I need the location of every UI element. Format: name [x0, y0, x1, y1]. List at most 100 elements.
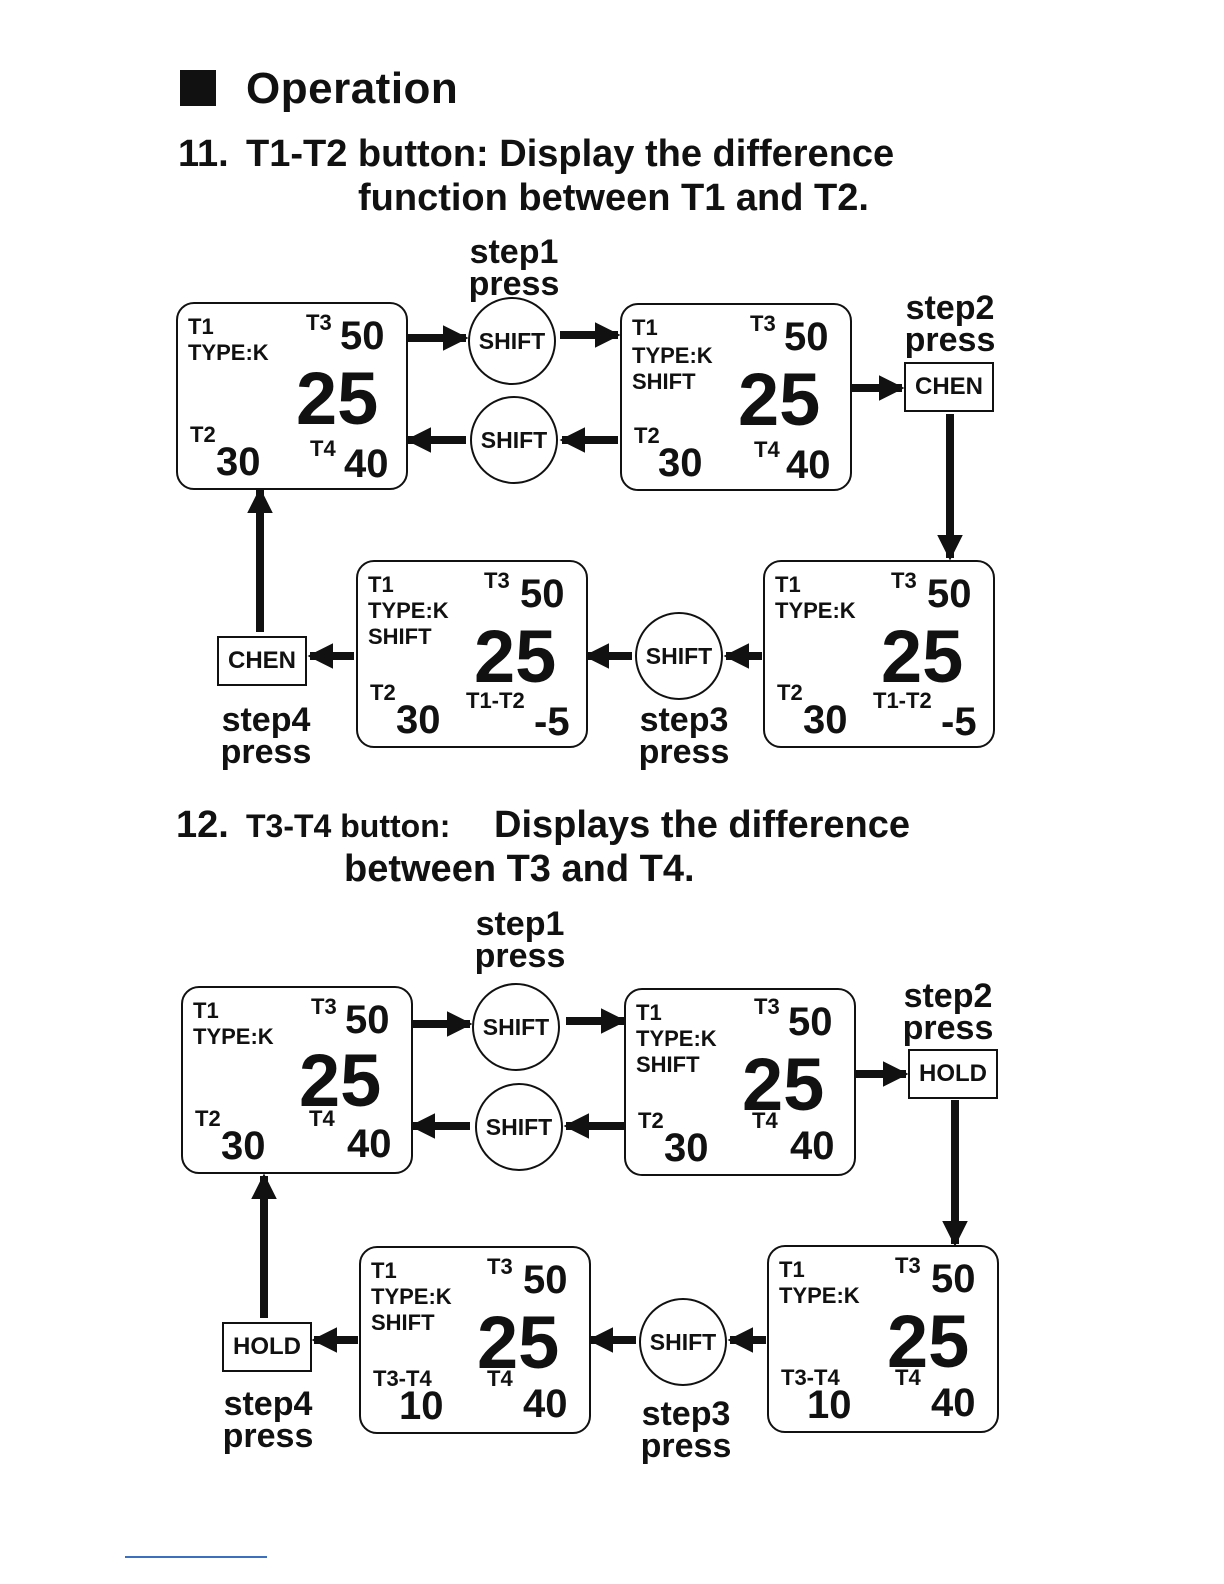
t3-value: 50	[788, 1000, 833, 1044]
t4-label: T4	[310, 436, 336, 461]
shift-indicator: SHIFT	[371, 1310, 435, 1335]
t2-label: T2	[190, 422, 216, 447]
type-label: TYPE:K	[779, 1283, 860, 1308]
type-label: TYPE:K	[193, 1024, 274, 1049]
t1-label: T1	[632, 315, 658, 340]
shift-button[interactable]: SHIFT	[475, 1083, 563, 1171]
section-12-number: 12.	[176, 804, 229, 846]
section-11-number: 11.	[178, 133, 229, 175]
shift-button[interactable]: SHIFT	[639, 1298, 727, 1386]
main-reading: 25	[738, 358, 821, 441]
main-reading: 25	[887, 1300, 970, 1383]
t2-value: 30	[221, 1124, 266, 1168]
type-label: TYPE:K	[368, 598, 449, 623]
t3-value: 50	[927, 572, 972, 616]
chen-button[interactable]: CHEN	[904, 362, 994, 412]
difference-value: -5	[941, 700, 977, 744]
t1-label: T1	[188, 314, 214, 339]
main-reading: 25	[296, 357, 379, 440]
footer-rule	[125, 1556, 267, 1558]
difference-value: -5	[534, 700, 570, 744]
page-heading: Operation	[246, 64, 459, 113]
t1-label: T1	[775, 572, 801, 597]
t3-label: T3	[891, 568, 917, 593]
t3-label: T3	[311, 994, 337, 1019]
t3-label: T3	[306, 310, 332, 335]
section-11-display-normal: T1 TYPE:K T3 50 25 T2 30 T4 40	[176, 302, 408, 490]
type-label: TYPE:K	[632, 343, 713, 368]
section-12-display-difference: T1 TYPE:K T3 50 25 T3-T4 10 T4 40	[767, 1245, 999, 1433]
difference-label: T1-T2	[466, 688, 525, 713]
t1-label: T1	[779, 1257, 805, 1282]
main-reading: 25	[742, 1043, 825, 1126]
t4-value: 40	[344, 442, 389, 486]
t4-value: 40	[523, 1382, 568, 1426]
main-reading: 25	[477, 1301, 560, 1384]
main-reading: 25	[299, 1039, 382, 1122]
t2-value: 30	[216, 440, 261, 484]
shift-button[interactable]: SHIFT	[472, 983, 560, 1071]
shift-indicator: SHIFT	[636, 1052, 700, 1077]
shift-button[interactable]: SHIFT	[635, 612, 723, 700]
t3-label: T3	[895, 1253, 921, 1278]
t4-value: 40	[931, 1381, 976, 1425]
type-label: TYPE:K	[636, 1026, 717, 1051]
section-11-display-shift: T1 TYPE:K SHIFT T3 50 25 T2 30 T4 40	[620, 303, 852, 491]
section-12-button-name: T3-T4 button:	[246, 808, 451, 844]
shift-indicator: SHIFT	[632, 369, 696, 394]
t3-value: 50	[520, 572, 565, 616]
t4-value: 40	[347, 1122, 392, 1166]
shift-button[interactable]: SHIFT	[468, 297, 556, 385]
t2-value: 30	[658, 441, 703, 485]
type-label: TYPE:K	[371, 1284, 452, 1309]
t3-label: T3	[484, 568, 510, 593]
main-reading: 25	[474, 615, 557, 698]
t3-value: 50	[784, 315, 829, 359]
section-11-title-line1: T1-T2 button: Display the difference	[246, 133, 895, 175]
bullet-square-icon	[180, 70, 216, 106]
difference-value: 10	[399, 1384, 444, 1428]
difference-label: T3-T4	[781, 1365, 840, 1390]
t1-label: T1	[371, 1258, 397, 1283]
t2-value: 30	[396, 698, 441, 742]
type-label: TYPE:K	[188, 340, 269, 365]
t1-label: T1	[636, 1000, 662, 1025]
t4-value: 40	[786, 443, 831, 487]
hold-button[interactable]: HOLD	[908, 1049, 998, 1099]
section-12-display-shift: T1 TYPE:K SHIFT T3 50 25 T2 30 T4 40	[624, 988, 856, 1176]
t4-label: T4	[752, 1108, 778, 1133]
t4-label: T4	[754, 437, 780, 462]
section-12-title-line1: Displays the difference	[494, 804, 911, 846]
t2-label: T2	[634, 423, 660, 448]
t4-label: T4	[895, 1365, 921, 1390]
t4-value: 40	[790, 1124, 835, 1168]
t2-value: 30	[803, 698, 848, 742]
t3-label: T3	[750, 311, 776, 336]
t3-value: 50	[931, 1257, 976, 1301]
section-12-title-line2: between T3 and T4.	[344, 848, 695, 890]
section-12-display-difference-shift: T1 TYPE:K SHIFT T3 50 25 T3-T4 10 T4 40	[359, 1246, 591, 1434]
difference-label: T3-T4	[373, 1366, 432, 1391]
difference-value: 10	[807, 1383, 852, 1427]
section-12-display-normal: T1 TYPE:K T3 50 25 T2 30 T4 40	[181, 986, 413, 1174]
chen-button[interactable]: CHEN	[217, 636, 307, 686]
t3-value: 50	[340, 314, 385, 358]
type-label: TYPE:K	[775, 598, 856, 623]
t2-label: T2	[638, 1108, 664, 1133]
shift-button[interactable]: SHIFT	[470, 396, 558, 484]
t3-label: T3	[754, 994, 780, 1019]
t1-label: T1	[368, 572, 394, 597]
t3-value: 50	[345, 998, 390, 1042]
t1-label: T1	[193, 998, 219, 1023]
hold-button[interactable]: HOLD	[222, 1322, 312, 1372]
main-reading: 25	[881, 615, 964, 698]
